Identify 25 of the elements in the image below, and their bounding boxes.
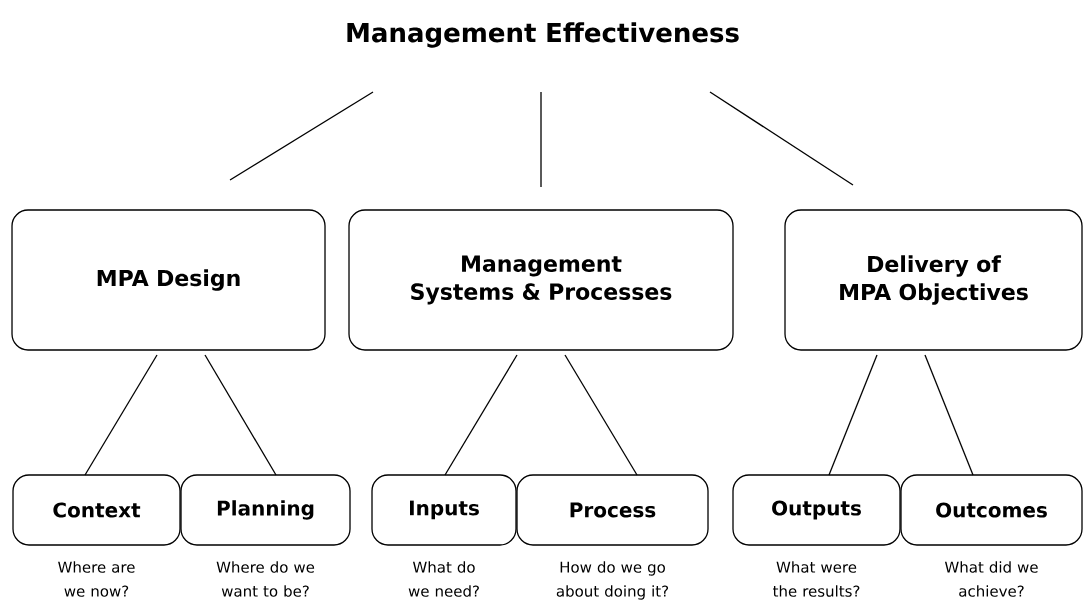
connector-line	[540, 91, 542, 188]
question-text: What do we need?	[408, 561, 479, 597]
stage-box: Process	[516, 474, 709, 546]
connector-line	[828, 354, 878, 476]
question-text: Where do we want to be?	[216, 561, 315, 597]
question-text: How do we go about doing it?	[556, 561, 669, 600]
connector-line	[84, 354, 158, 476]
question-text: Where are we now?	[58, 561, 135, 597]
connector-line	[709, 91, 854, 186]
stage-box: Inputs	[371, 474, 517, 546]
connector-line	[564, 354, 638, 476]
connector-line	[204, 354, 277, 476]
question-text: What were the results?	[773, 561, 860, 597]
stage-box: Outputs	[732, 474, 901, 546]
stage-box: Outcomes	[900, 474, 1083, 546]
heading-text: Management Effectiveness	[347, 22, 739, 48]
connector-line	[229, 91, 374, 181]
stage-box: Planning	[180, 474, 351, 546]
category-box: Management Systems & Processes	[348, 209, 734, 351]
stage-box: Context	[12, 474, 181, 546]
question-text: What did we achieve?	[944, 561, 1038, 597]
category-box: Delivery of MPA Objectives	[784, 209, 1083, 351]
connector-line	[444, 354, 518, 476]
connector-line	[924, 354, 974, 476]
category-box: MPA Design	[11, 209, 326, 351]
